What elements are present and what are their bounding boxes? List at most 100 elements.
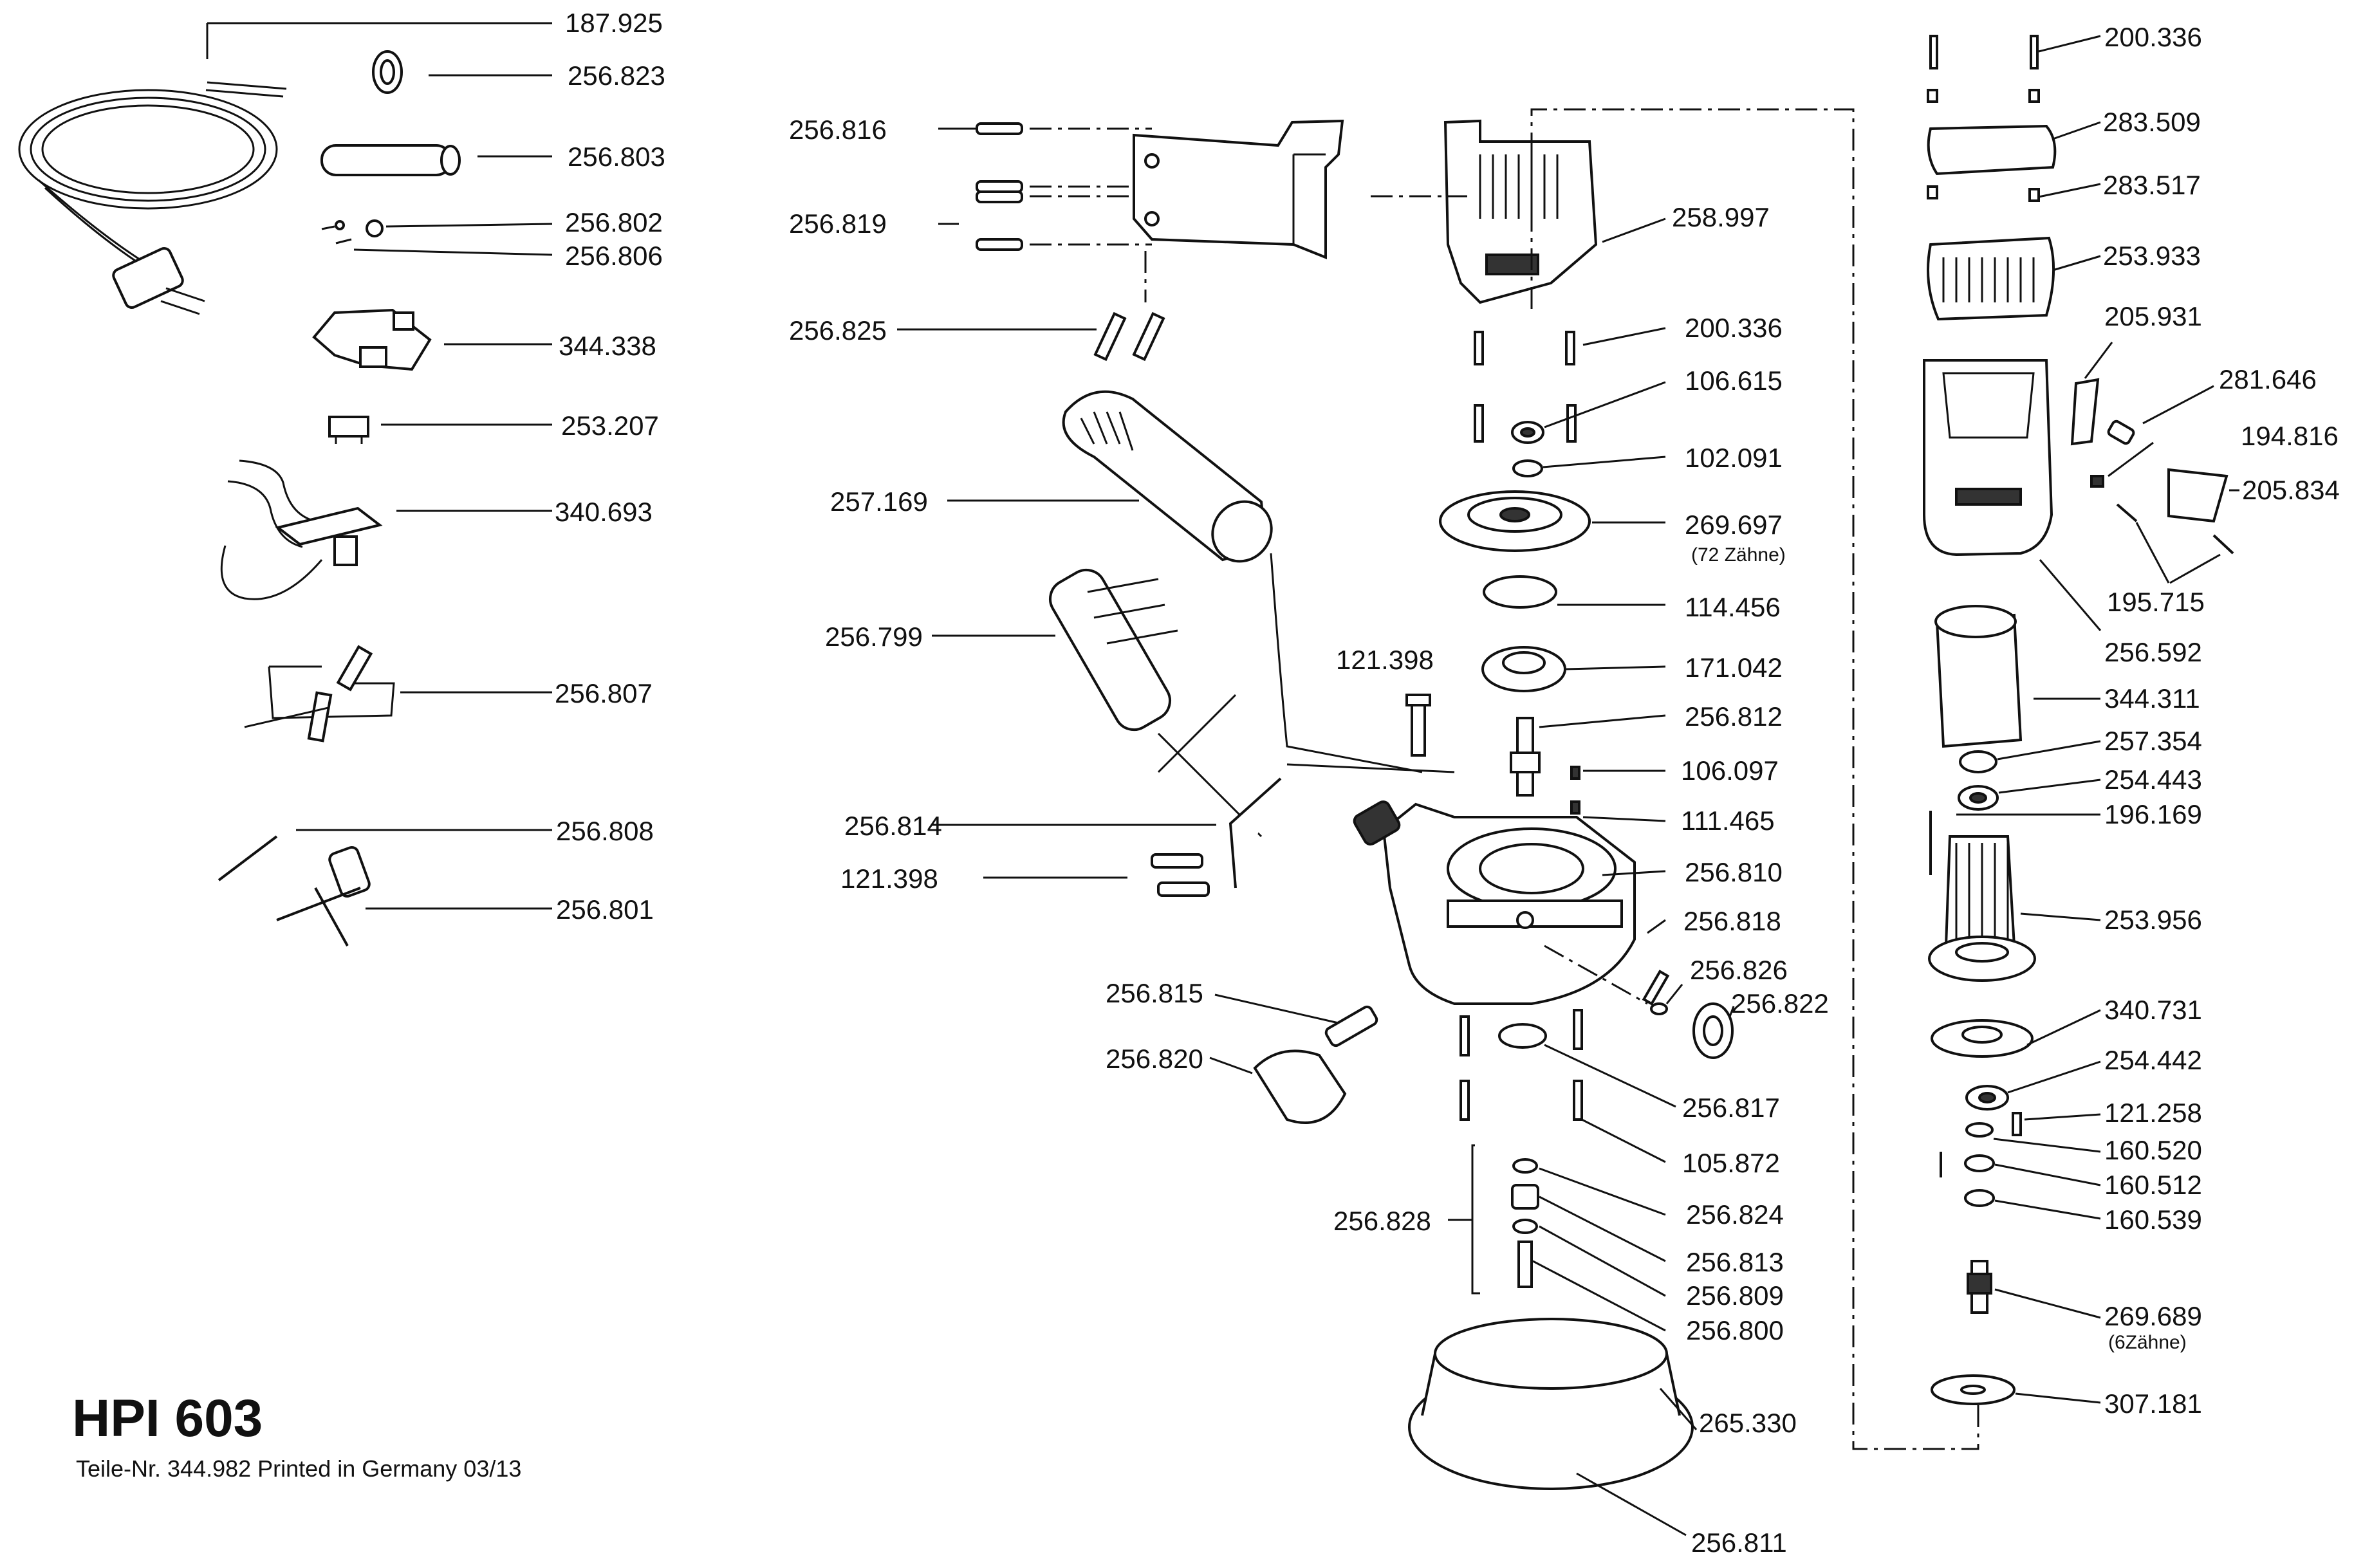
part-number-label: 258.997 — [1672, 202, 1770, 232]
part-number-label: 256.822 — [1731, 988, 1829, 1019]
part-number-label: 256.814 — [844, 811, 942, 841]
part-number-label: 106.615 — [1685, 365, 1783, 396]
part-number-label: 344.338 — [559, 331, 656, 361]
part-number-label: 307.181 — [2104, 1388, 2202, 1419]
part-number-label: 171.042 — [1685, 652, 1783, 683]
motor-connect-dashline — [1371, 108, 1979, 1450]
part-number-label: 160.512 — [2104, 1170, 2202, 1200]
part-number-label: 340.731 — [2104, 995, 2202, 1025]
wrench-drawing — [276, 846, 552, 946]
pinion-269689-drawing — [1967, 1260, 2101, 1319]
part-number-label: 160.520 — [2104, 1135, 2202, 1165]
part-number-label: 256.800 — [1686, 1315, 1784, 1345]
bracket-drawing — [244, 645, 552, 742]
part-number-label: 121.398 — [840, 863, 938, 894]
handle-screws-drawing — [897, 311, 1165, 362]
end-cap-283509-drawing — [1927, 121, 2101, 176]
handle-drawing — [938, 119, 1344, 302]
part-number-label: 256.592 — [2104, 637, 2202, 667]
part-number-label: 256.808 — [556, 816, 654, 846]
part-number-label: 269.697 — [1685, 510, 1783, 540]
washer-160539-drawing — [1964, 1189, 2101, 1220]
electronics-drawing — [220, 459, 552, 600]
pivot-arm-drawing — [932, 763, 1455, 897]
bearing-254442-drawing — [1965, 1060, 2101, 1111]
part-number-label: 205.931 — [2104, 301, 2202, 331]
fan-baffle-340731-drawing — [1931, 1009, 2101, 1058]
part-number-label: 111.465 — [1681, 806, 1775, 836]
part-number-label: 256.806 — [565, 241, 663, 271]
washer-256818-drawing — [1544, 919, 1670, 1006]
part-number-label: 256.825 — [789, 315, 887, 346]
plate-307181-drawing — [1931, 1374, 2101, 1405]
part-number-label: 256.828 — [1333, 1206, 1431, 1236]
stator-344311-drawing — [1934, 605, 2100, 748]
part-number-label: 253.933 — [2103, 241, 2201, 271]
model-title: HPI 603 — [72, 1389, 263, 1448]
knob-drawing — [1209, 993, 1378, 1124]
part-number-label: 256.803 — [568, 142, 665, 172]
part-number-label: 114.456 — [1685, 592, 1781, 622]
part-number-label: 281.646 — [2219, 364, 2317, 394]
part-number-label: 254.442 — [2104, 1045, 2202, 1075]
part-number-label: 253.956 — [2104, 905, 2202, 935]
part-number-label: 200.336 — [2104, 22, 2202, 52]
housing-screws-drawing — [1474, 327, 1666, 443]
washer-160520-drawing — [1940, 1122, 2101, 1177]
part-note-label: (6Zähne) — [2108, 1332, 2187, 1353]
pin-196169-drawing — [1929, 811, 2100, 875]
screw-121398-drawing — [1405, 694, 1431, 757]
part-number-label: 257.354 — [2104, 726, 2202, 756]
part-number-label: 253.207 — [561, 410, 659, 441]
armature-253956-drawing — [1928, 835, 2101, 982]
brush-281646-drawing — [2107, 385, 2214, 445]
bearing-106615-drawing — [1511, 381, 1666, 444]
part-number-label: 256.801 — [556, 894, 654, 925]
part-number-label: 256.815 — [1106, 978, 1203, 1008]
part-number-label: 256.826 — [1690, 955, 1788, 985]
part-number-label: 106.097 — [1681, 755, 1779, 786]
part-number-label: 196.169 — [2104, 799, 2202, 829]
seal-ring-drawing — [372, 50, 552, 94]
part-number-label: 256.812 — [1685, 701, 1783, 732]
part-number-label: 283.517 — [2103, 170, 2201, 200]
part-number-label: 256.811 — [1691, 1527, 1787, 1558]
motor-housing-256592-drawing — [1923, 359, 2102, 631]
capacitor-drawing — [328, 416, 552, 444]
part-number-label: 256.810 — [1685, 857, 1783, 887]
part-number-label: 102.091 — [1685, 443, 1783, 473]
flange-256810-leader — [1602, 870, 1666, 876]
part-number-label: 194.816 — [2241, 421, 2339, 451]
power-cord-drawing — [18, 22, 552, 315]
brush-holder-205931-drawing — [2070, 342, 2113, 446]
small-screws-drawing — [321, 219, 553, 256]
kit-256828-drawing — [1448, 1144, 1666, 1332]
part-number-label: 283.509 — [2103, 107, 2201, 137]
side-grip-drawing — [932, 568, 1263, 838]
footer-part-number: Teile-Nr. 344.982 Printed in Germany 03/… — [76, 1455, 522, 1482]
switch-drawing — [312, 308, 552, 371]
part-number-label: 256.807 — [555, 678, 653, 708]
clip-194816-drawing — [2090, 441, 2154, 488]
part-number-label: 105.872 — [1682, 1148, 1780, 1178]
gear-housing-drawing — [1443, 119, 1666, 304]
part-number-label: 256.820 — [1106, 1044, 1203, 1074]
spindle-256812-drawing — [1510, 714, 1666, 797]
bearing-171042-drawing — [1481, 646, 1666, 692]
part-number-label: 257.169 — [830, 486, 928, 517]
ring-256811-leader — [1576, 1472, 1687, 1536]
part-number-label: 256.816 — [789, 115, 887, 145]
part-number-label: 256.802 — [565, 207, 663, 237]
part-number-label: 256.809 — [1686, 1280, 1784, 1311]
skirt-265330-drawing — [1408, 1318, 1698, 1490]
hose-drawing — [947, 390, 1423, 773]
part-number-label: 256.817 — [1682, 1093, 1780, 1123]
washer-160512-drawing — [1964, 1154, 2101, 1186]
part-number-label: 256.819 — [789, 208, 887, 239]
part-number-label: 254.443 — [2104, 764, 2202, 795]
screws-200336-drawing — [1927, 35, 2101, 103]
part-number-label: 256.818 — [1683, 906, 1781, 936]
brush-cover-205834-drawing — [2167, 468, 2239, 523]
key-111465-drawing — [1570, 800, 1666, 822]
